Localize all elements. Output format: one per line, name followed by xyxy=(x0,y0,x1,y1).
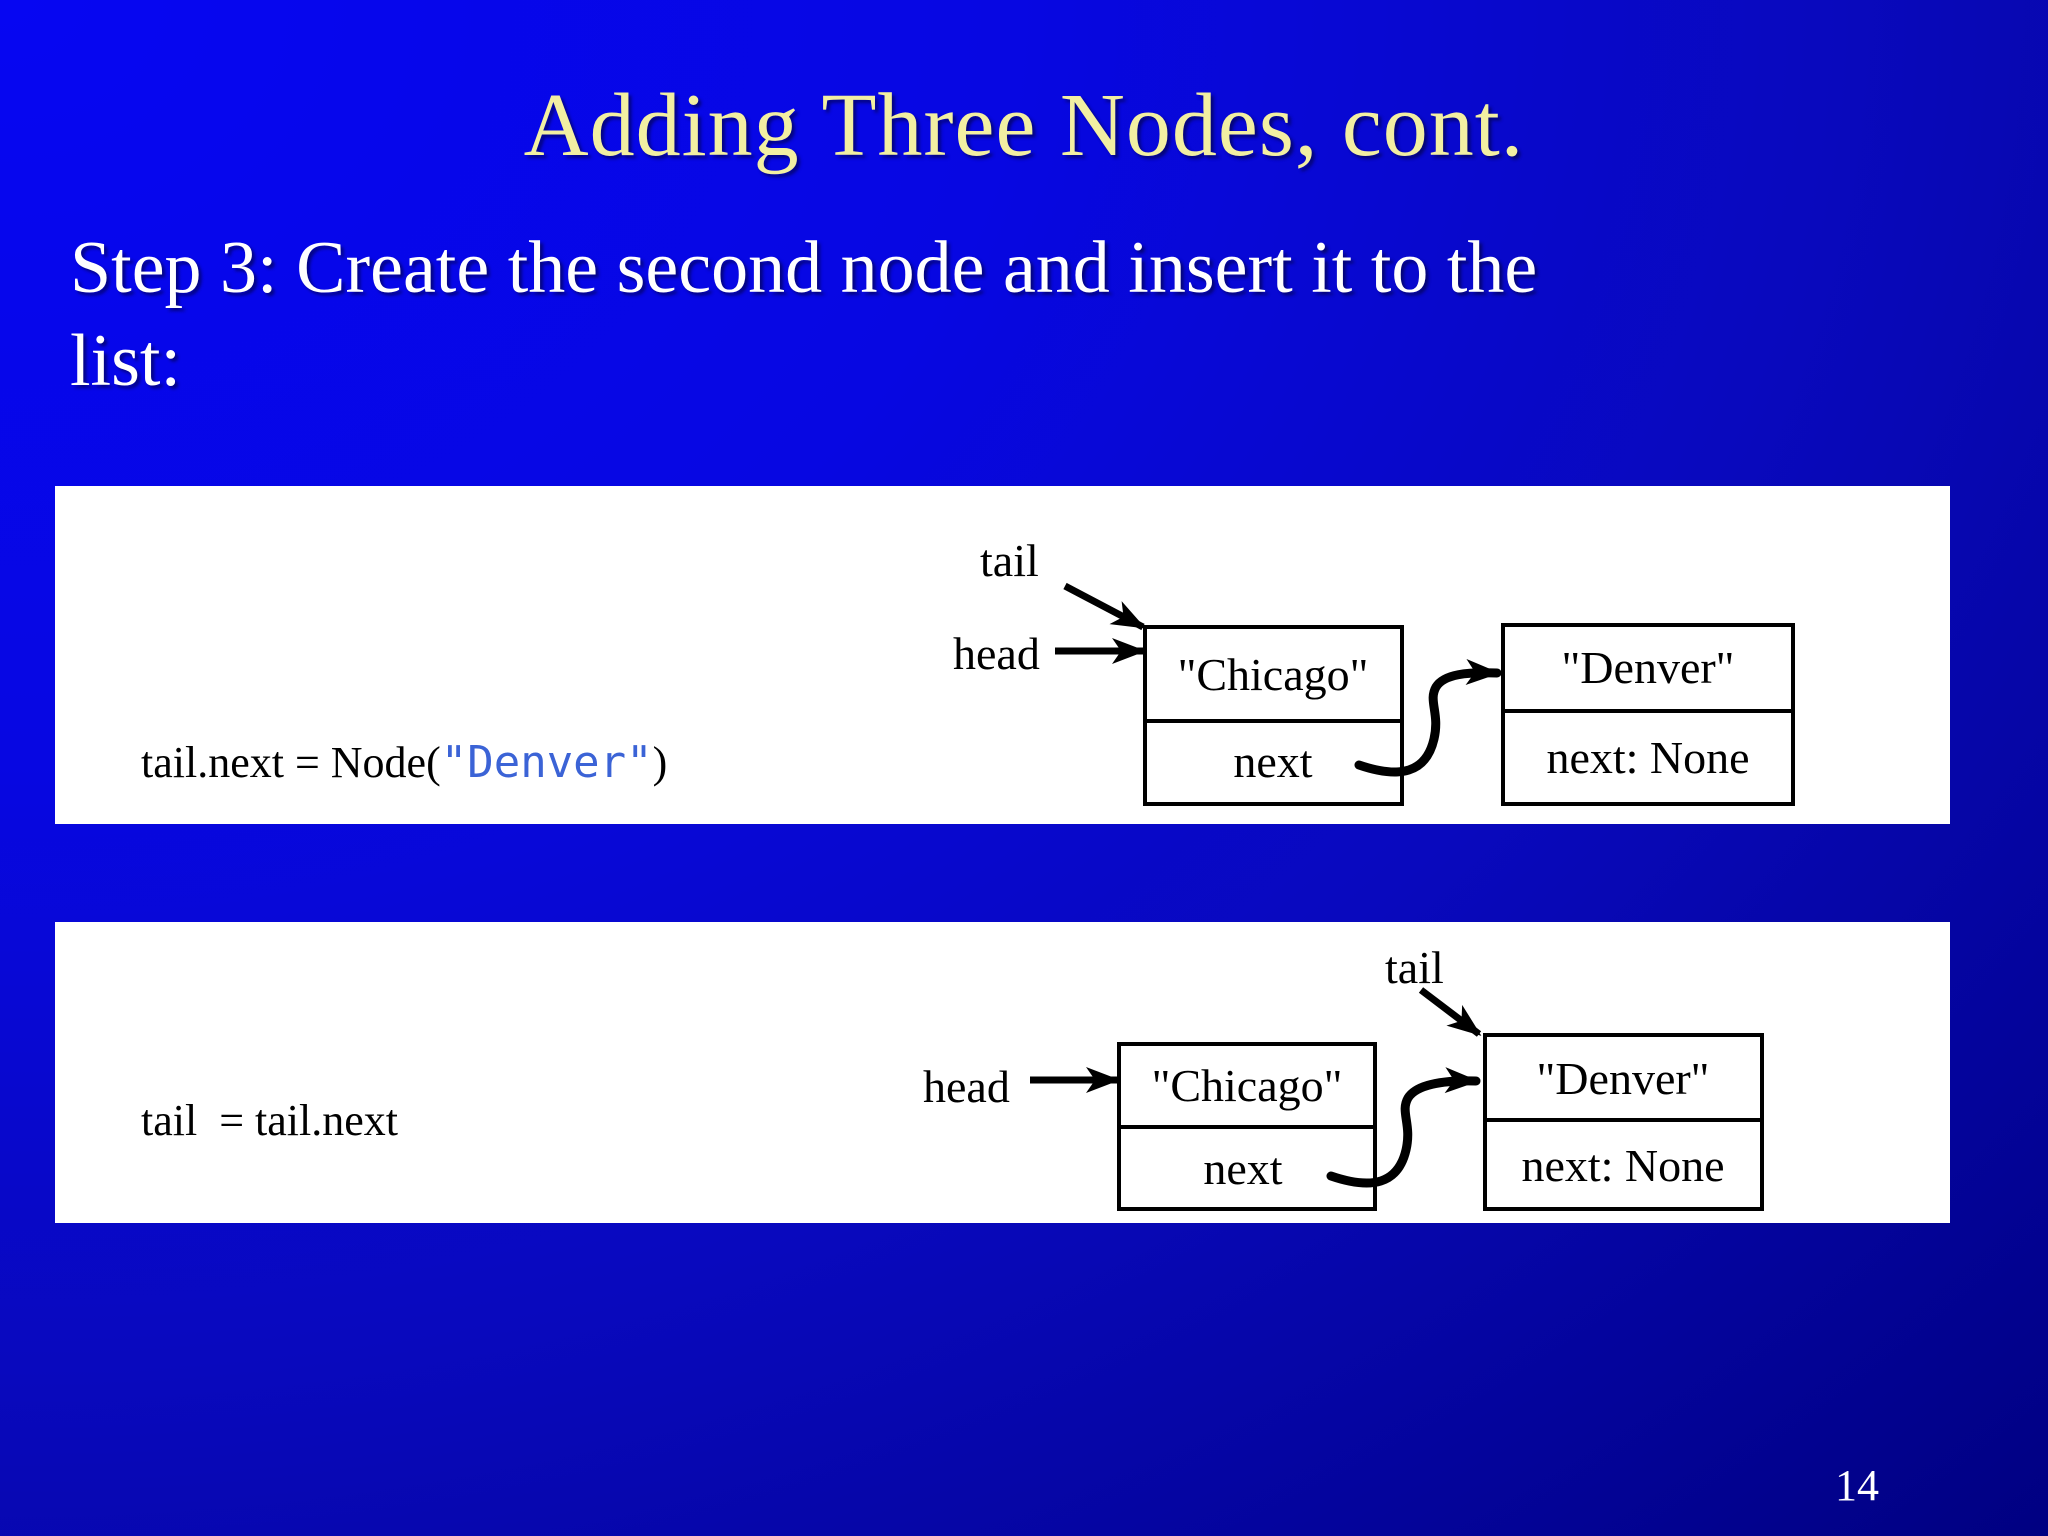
head-pointer-label-2: head xyxy=(923,1061,1010,1112)
head-pointer-label-1: head xyxy=(953,628,1040,679)
code-2-statement: tail = tail.next xyxy=(141,1096,398,1145)
chicago-node-next-field-2: next xyxy=(1203,1143,1282,1194)
denver-node-next-field-1: next: None xyxy=(1546,732,1749,783)
next-link-arrow-2 xyxy=(1326,1067,1481,1188)
chicago-node-box-1 xyxy=(1143,625,1404,806)
chicago-node-value-2: "Chicago" xyxy=(1152,1060,1343,1111)
code-1-string-literal: "Denver" xyxy=(440,737,653,788)
code-panel-2: tail = tail.next head "Chicago" next tai… xyxy=(55,922,1950,1223)
slide-title: Adding Three Nodes, cont. xyxy=(523,76,1525,175)
denver-node-next-field-2: next: None xyxy=(1521,1140,1724,1191)
code-panel-1: tail.next = Node("Denver") tail head "Ch… xyxy=(55,486,1950,824)
tail-pointer-label-1: tail xyxy=(980,535,1039,586)
chicago-node-next-field-1: next xyxy=(1233,736,1312,787)
chicago-node-value-1: "Chicago" xyxy=(1178,649,1369,700)
step-text-line2: list: xyxy=(70,320,182,403)
denver-node-box-1 xyxy=(1501,623,1795,806)
next-link-arrow-1 xyxy=(1354,658,1502,777)
page-number: 14 xyxy=(1835,1461,1879,1510)
code-1-suffix: ) xyxy=(652,738,668,787)
denver-node-value-2: "Denver" xyxy=(1537,1053,1710,1104)
denver-node-value-1: "Denver" xyxy=(1562,642,1735,693)
code-line-1: tail.next = Node("Denver") xyxy=(75,686,667,839)
linked-list-diagram-2: head "Chicago" next tail "Denver" next: … xyxy=(923,942,1764,1211)
tail-arrow-2 xyxy=(1418,987,1482,1037)
code-1-prefix: tail.next = Node( xyxy=(141,738,441,787)
step-text-line1: Step 3: Create the second node and inser… xyxy=(70,227,1538,309)
step-text: Step 3: Create the second node and inser… xyxy=(70,222,1930,408)
tail-pointer-label-2: tail xyxy=(1385,942,1444,993)
code-line-2: tail = tail.next xyxy=(75,1044,398,1197)
linked-list-diagram-1: tail head "Chicago" next "Denver" next: … xyxy=(953,535,1795,806)
tail-arrow-1 xyxy=(1063,582,1146,631)
